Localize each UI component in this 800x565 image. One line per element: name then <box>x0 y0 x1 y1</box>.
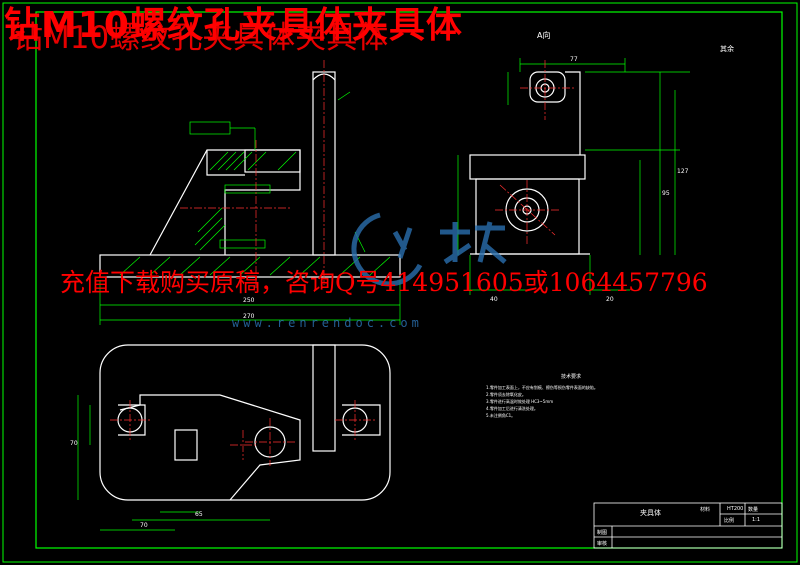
dimension-text: 40 <box>490 296 498 303</box>
title-block-cell: 比例 <box>724 518 735 524</box>
tech-note-line: 1.零件加工表面上，不应有划痕、擦伤等损伤零件表面的缺陷。 <box>486 385 598 390</box>
title-block-cell: 审核 <box>597 541 608 547</box>
tech-note-line: 3.零件进行高温时效处理 HC3~5mm <box>486 399 554 404</box>
title-block-cell: 制图 <box>597 530 608 536</box>
tech-notes-title: 技术要求 <box>560 374 581 380</box>
dimension-text: 70 <box>140 522 148 529</box>
front-hatch <box>119 151 391 276</box>
plan-centerlines <box>110 400 375 466</box>
dimension-text: 77 <box>570 56 578 63</box>
title-block-part-name: 夹具体 <box>640 509 661 517</box>
tech-note-line: 2.零件须去除氧化皮。 <box>486 392 526 397</box>
watermark-title: 钻M10螺纹孔夹具体夹具体 <box>4 5 463 46</box>
technical-requirements: 技术要求 1.零件加工表面上，不应有划痕、擦伤等损伤零件表面的缺陷。 2.零件须… <box>486 374 656 419</box>
plan-view <box>99 344 391 501</box>
dimension-text: 250 <box>243 297 255 304</box>
dimension-text: 127 <box>677 168 689 175</box>
title-block-scale: 1:1 <box>752 517 761 523</box>
view-a-label: A向 <box>537 31 551 40</box>
side-centerlines <box>495 60 575 245</box>
dimension-text: 95 <box>662 190 670 197</box>
side-dimensions <box>457 58 690 295</box>
tech-note-line: 4.零件加工后进行清洗处理。 <box>486 406 538 411</box>
roughness-note: 其余 <box>720 45 734 53</box>
renrendoc-logo <box>351 212 507 287</box>
title-block-cell: 材料 <box>700 507 711 513</box>
dimension-text: 70 <box>70 440 78 447</box>
title-block-material: HT200 <box>727 506 744 512</box>
tech-note-line: 5.未注倒角C1。 <box>486 413 516 418</box>
dimension-text: 65 <box>195 511 203 518</box>
watermark-site: www.renrendoc.com <box>232 316 423 330</box>
front-view <box>99 71 401 278</box>
title-block-cell: 数量 <box>748 507 759 513</box>
dimension-text: 270 <box>243 313 255 320</box>
watermark-banner: 充值下载购买原稿，咨询Q号414951605或1064457796 <box>60 268 708 297</box>
plan-dimensions <box>77 395 270 531</box>
front-centerlines <box>180 60 325 290</box>
title-block <box>593 502 783 549</box>
sheet-border-inner <box>35 11 783 549</box>
dimension-text: 20 <box>606 296 614 303</box>
watermark-title-shadow: 钻M10螺纹孔夹具体夹具体 <box>12 20 389 56</box>
